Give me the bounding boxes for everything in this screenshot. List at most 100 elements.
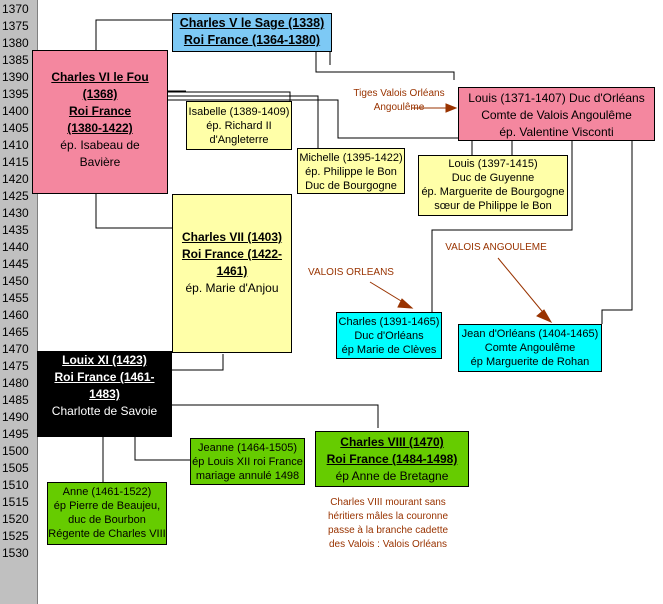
year-label: 1510: [2, 478, 29, 492]
year-label: 1395: [2, 87, 29, 101]
note-line-2: sans héritiers mâles: [327, 497, 446, 522]
charles-viii-reign: Roi France (1484-1498): [326, 452, 458, 466]
tiges-line-1: Tiges Valois Orléans: [353, 88, 445, 99]
year-label: 1450: [2, 274, 29, 288]
year-label: 1415: [2, 155, 29, 169]
anne-regent: Régente de Charles VIII: [48, 528, 166, 540]
charles-vii-reign-1: Roi France (1422-: [181, 247, 283, 261]
year-label: 1410: [2, 138, 29, 152]
valois-angouleme-annotation: VALOIS ANGOULEME: [445, 242, 547, 253]
arrowhead: [397, 298, 414, 309]
year-label: 1490: [2, 410, 29, 424]
connector-line: [95, 19, 172, 50]
louis-orleans-spouse: ép. Valentine Visconti: [499, 125, 614, 139]
charles-viii-box: Charles VIII (1470) Roi France (1484-149…: [315, 431, 469, 487]
louis-orleans-name: Louis (1371-1407) Duc d'Orléans: [468, 91, 645, 105]
louis-orleans-title: Comte de Valois Angoulême: [481, 108, 632, 122]
year-label: 1420: [2, 172, 29, 186]
charles-vi-birth: (1368): [82, 87, 118, 101]
charles-v-reign: Roi France (1364-1380): [183, 33, 321, 47]
louis-xi-name: Louix XI (1423): [62, 353, 147, 367]
year-label: 1400: [2, 104, 29, 118]
arrowhead: [445, 103, 458, 113]
jeanne-name: Jeanne (1464-1505): [197, 442, 298, 454]
louis-guyenne-spouse: ép. Marguerite de Bourgogne: [421, 186, 565, 198]
michelle-name: Michelle (1395-1422): [299, 152, 403, 164]
louis-guyenne-name: Louis (1397-1415): [448, 158, 538, 170]
year-label: 1465: [2, 325, 29, 339]
year-label: 1425: [2, 189, 29, 203]
louis-guyenne-title: Duc de Guyenne: [451, 172, 535, 184]
louis-orleans-box: Louis (1371-1407) Duc d'Orléans Comte de…: [458, 87, 655, 141]
charles-vii-box: Charles VII (1403) Roi France (1422- 146…: [172, 194, 292, 353]
jean-orleans-spouse: ép Marguerite de Rohan: [470, 356, 590, 368]
louis-xi-reign-2: 1483): [89, 387, 120, 401]
year-label: 1445: [2, 257, 29, 271]
connector-line: [168, 99, 473, 155]
year-label: 1505: [2, 461, 29, 475]
michelle-box: Michelle (1395-1422) ép. Philippe le Bon…: [297, 148, 405, 194]
charles-vi-name: Charles VI le Fou: [51, 70, 149, 84]
louis-guyenne-box: Louis (1397-1415) Duc de Guyenne ép. Mar…: [418, 155, 568, 216]
connector-line: [431, 140, 573, 312]
jean-orleans-name: Jean d'Orléans (1404-1465): [461, 328, 599, 340]
year-label: 1530: [2, 546, 29, 560]
isabelle-spouse-1: ép. Richard II: [206, 120, 272, 132]
note-line-4: la branche cadette: [365, 525, 449, 536]
charles-v-name: Charles V le Sage (1338): [179, 16, 325, 30]
connector-line: [168, 95, 319, 148]
michelle-spouse-1: ép. Philippe le Bon: [305, 166, 397, 178]
louis-guyenne-note: sœur de Philippe le Bon: [434, 200, 552, 212]
isabelle-box: Isabelle (1389-1409) ép. Richard II d'An…: [186, 101, 292, 150]
jeanne-box: Jeanne (1464-1505) ép Louis XII roi Fran…: [190, 438, 305, 485]
note-line-5: des Valois : Valois: [328, 539, 410, 550]
arrowhead: [536, 309, 553, 324]
arrow-line: [497, 257, 547, 317]
year-label: 1470: [2, 342, 29, 356]
year-label: 1495: [2, 427, 29, 441]
jean-orleans-box: Jean d'Orléans (1404-1465) Comte Angoulê…: [458, 324, 602, 372]
charles-viii-spouse: ép Anne de Bretagne: [335, 469, 449, 483]
charles-orleans-title: Duc d'Orléans: [354, 330, 424, 342]
valois-orleans-annotation: VALOIS ORLEANS: [308, 267, 394, 278]
jeanne-annul: mariage annulé 1498: [195, 470, 300, 482]
year-label: 1385: [2, 53, 29, 67]
year-label: 1390: [2, 70, 29, 84]
charles-orleans-name: Charles (1391-1465): [338, 316, 440, 328]
year-label: 1455: [2, 291, 29, 305]
connector-line: [160, 404, 379, 428]
michelle-spouse-2: Duc de Bourgogne: [305, 180, 397, 192]
anne-spouse-2: duc de Bourbon: [68, 514, 146, 526]
note-line-1: Charles VIII mourant: [330, 497, 422, 508]
tiges-line-2: Angoulême: [373, 102, 425, 113]
charles-viii-name: Charles VIII (1470): [340, 435, 444, 449]
charles-vi-spouse-2: Bavière: [79, 155, 121, 169]
tiges-annotation: Tiges Valois Orléans Angoulême: [336, 87, 462, 115]
charles-vii-spouse: ép. Marie d'Anjou: [185, 281, 279, 295]
isabelle-spouse-2: d'Angleterre: [209, 134, 269, 146]
year-label: 1460: [2, 308, 29, 322]
louis-xi-spouse: Charlotte de Savoie: [51, 404, 158, 418]
anne-name: Anne (1461-1522): [62, 486, 152, 498]
year-label: 1520: [2, 512, 29, 526]
year-label: 1435: [2, 223, 29, 237]
anne-box: Anne (1461-1522) ép Pierre de Beaujeu, d…: [47, 482, 167, 545]
connector-line: [95, 194, 172, 229]
charles-vi-spouse-1: ép. Isabeau de: [60, 138, 140, 152]
anne-spouse-1: ép Pierre de Beaujeu,: [53, 500, 161, 512]
year-label: 1485: [2, 393, 29, 407]
year-label: 1480: [2, 376, 29, 390]
connector-line: [160, 354, 224, 371]
charles-orleans-box: Charles (1391-1465) Duc d'Orléans ép Mar…: [336, 312, 442, 359]
louis-xi-reign-1: Roi France (1461-: [54, 370, 155, 384]
year-label: 1375: [2, 19, 29, 33]
year-label: 1525: [2, 529, 29, 543]
charles-v-box: Charles V le Sage (1338) Roi France (136…: [172, 13, 332, 52]
jean-orleans-title: Comte Angoulême: [484, 342, 576, 354]
note-line-3: la couronne passe à: [327, 511, 449, 536]
charles-orleans-spouse: ép Marie de Clèves: [341, 344, 437, 356]
charles-vi-title: Roi France: [68, 104, 131, 118]
succession-note: Charles VIII mourant sans héritiers mâle…: [320, 496, 456, 552]
year-label: 1515: [2, 495, 29, 509]
